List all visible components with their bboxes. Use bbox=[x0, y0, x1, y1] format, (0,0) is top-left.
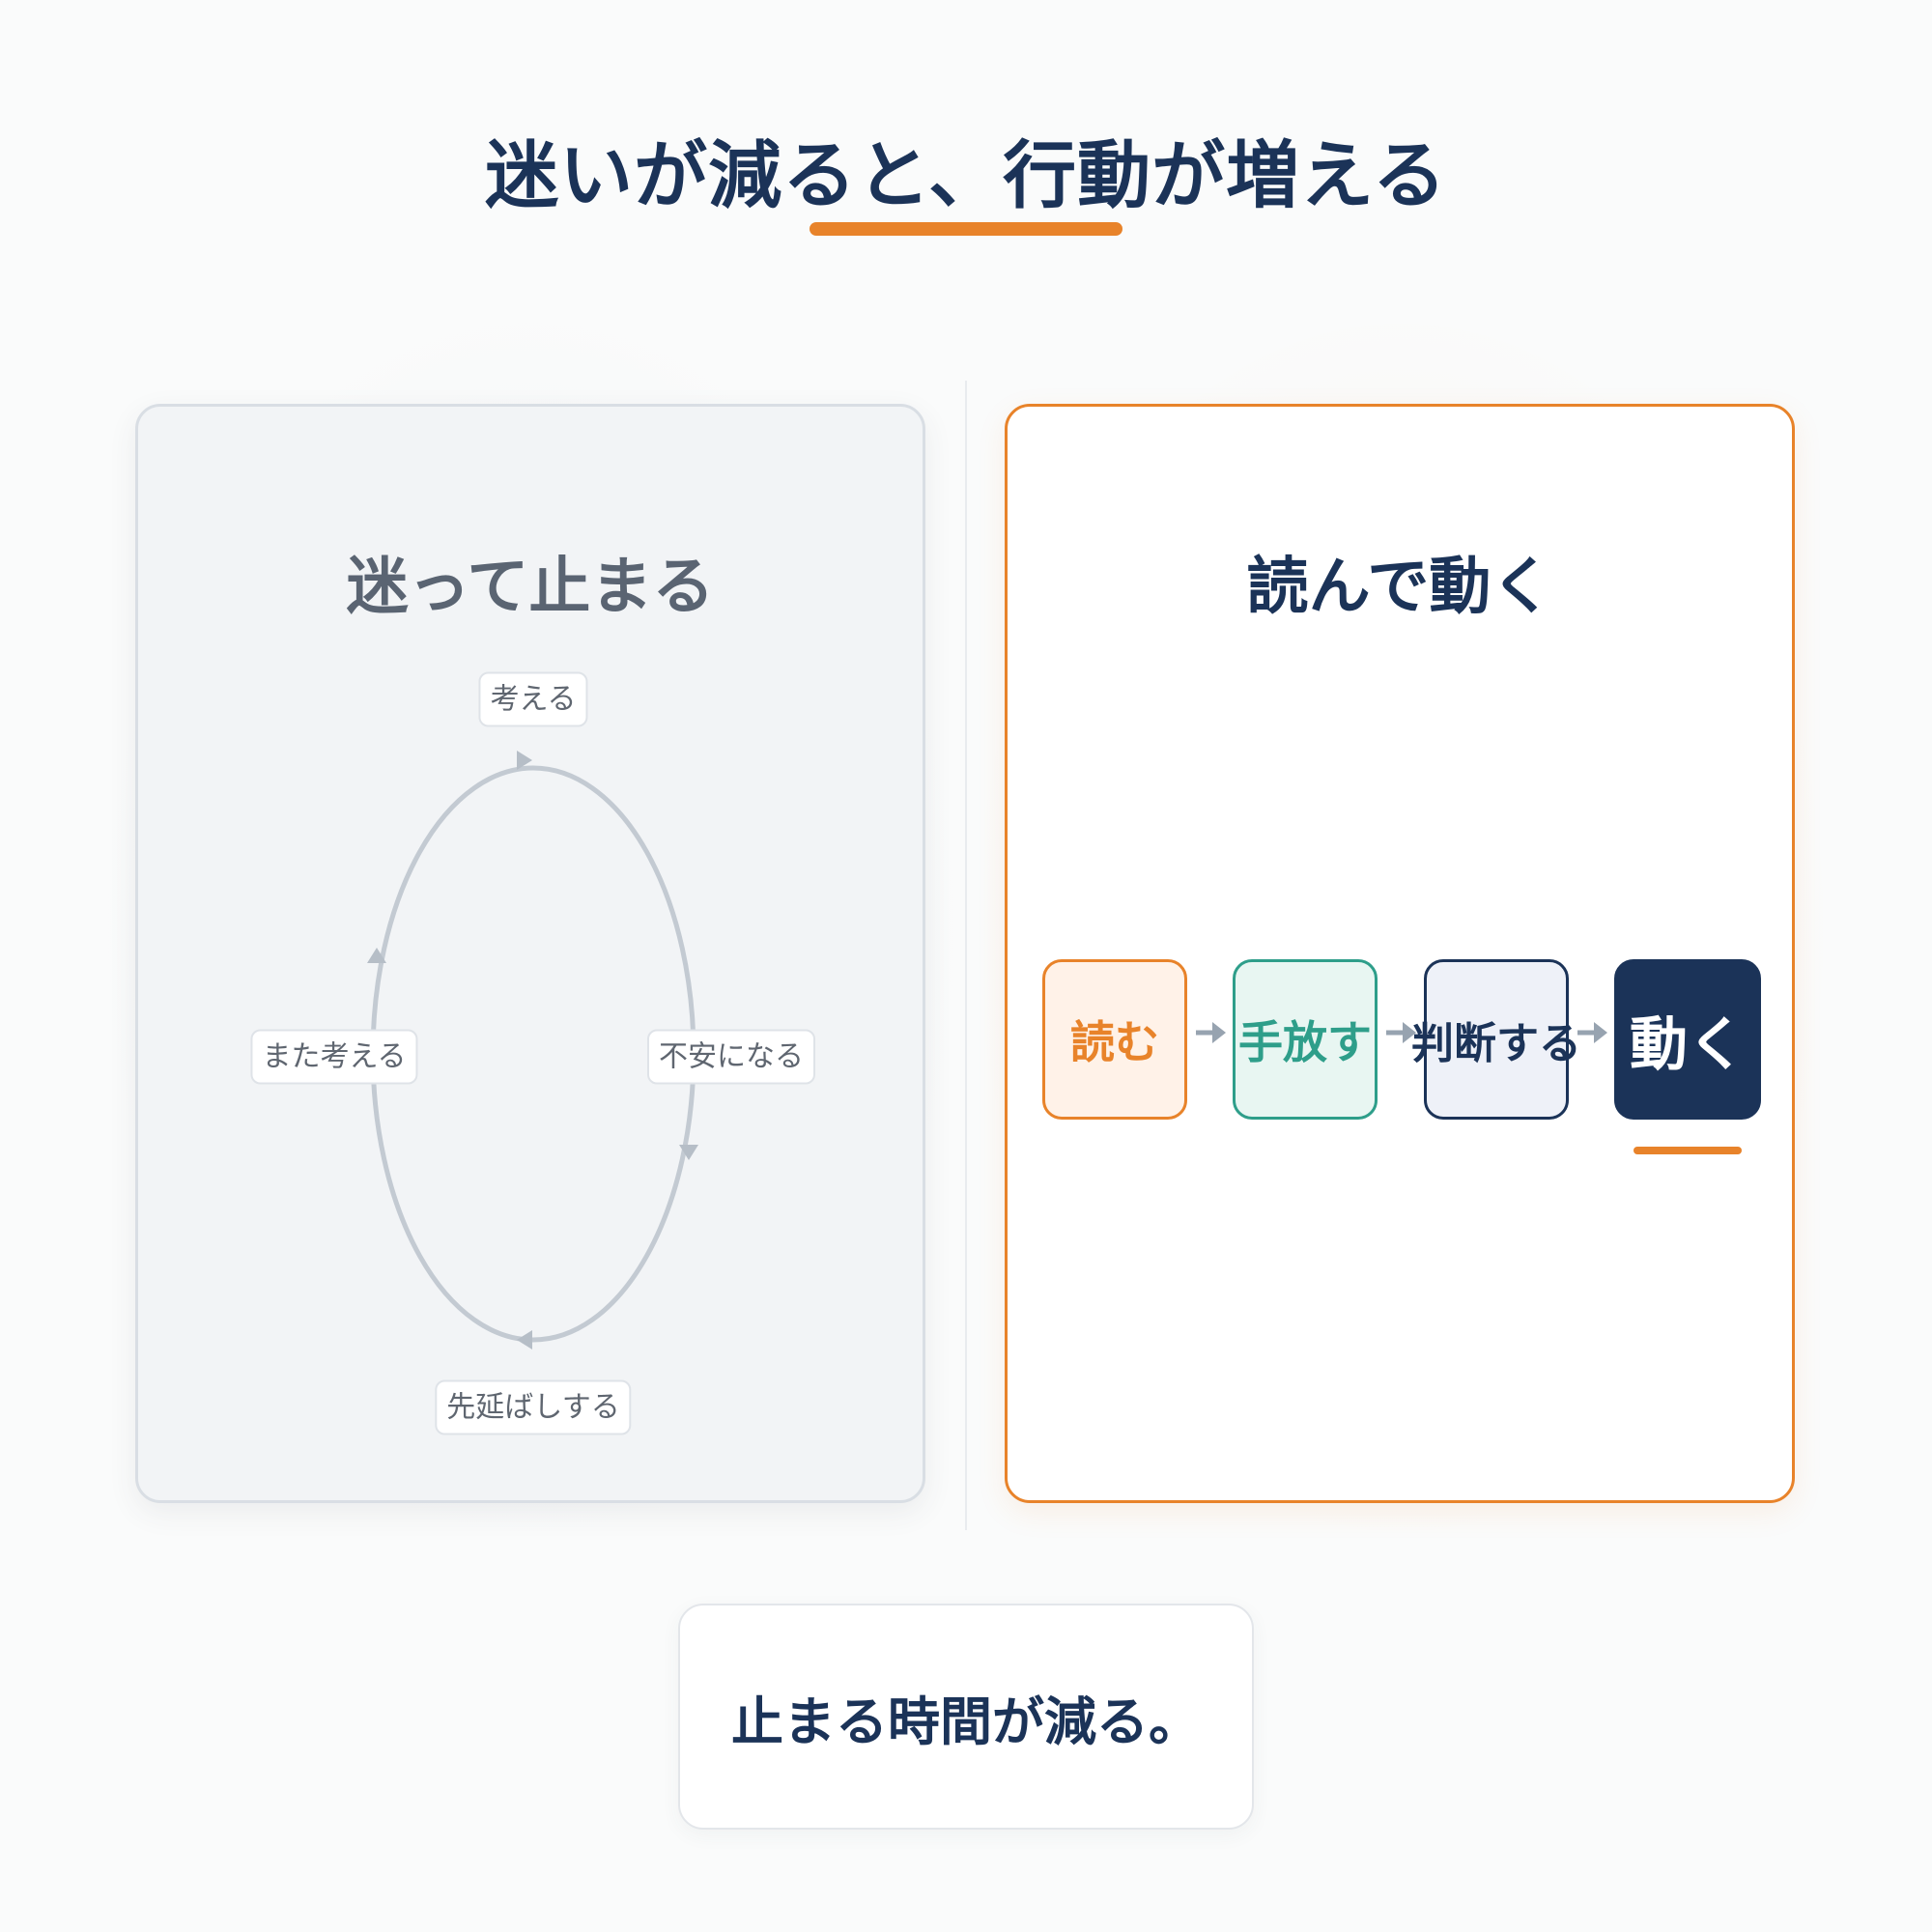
step-read: 読む bbox=[1042, 959, 1187, 1120]
right-panel: 読んで動く 読む 手放す 判断する 動く bbox=[1005, 404, 1795, 1503]
title-underline bbox=[810, 222, 1122, 236]
summary-box: 止まる時間が減る。 bbox=[678, 1604, 1254, 1830]
cycle-label-procrastinate: 先延ばしする bbox=[435, 1379, 632, 1435]
cycle-arrow-top bbox=[517, 751, 532, 770]
cycle-diagram bbox=[367, 751, 698, 1350]
left-panel: 迷って止まる 考える 不安になる 先延ばしする また考える bbox=[135, 404, 925, 1503]
arrow-right-icon bbox=[1386, 1022, 1416, 1043]
summary-text: 止まる時間が減る。 bbox=[731, 1690, 1201, 1752]
cycle-label-think-again: また考える bbox=[250, 1029, 418, 1085]
cycle-arrow-left bbox=[367, 948, 386, 963]
move-underline bbox=[1634, 1147, 1742, 1154]
center-divider bbox=[965, 381, 967, 1530]
step-release: 手放す bbox=[1233, 959, 1378, 1120]
cycle-label-think: 考える bbox=[478, 671, 588, 727]
arrow-right-icon bbox=[1577, 1022, 1607, 1043]
page-title: 迷いが減ると、行動が増える bbox=[485, 132, 1447, 218]
left-panel-title: 迷って止まる bbox=[346, 552, 715, 623]
step-judge: 判断する bbox=[1411, 959, 1581, 1120]
cycle-ring bbox=[370, 765, 696, 1343]
right-panel-title: 読んで動く bbox=[1246, 552, 1553, 623]
step-move: 動く bbox=[1614, 959, 1761, 1120]
cycle-arrow-right bbox=[679, 1145, 698, 1160]
cycle-label-anxious: 不安になる bbox=[647, 1029, 815, 1085]
cycle-arrow-bottom bbox=[517, 1330, 532, 1350]
arrow-right-icon bbox=[1196, 1022, 1226, 1043]
